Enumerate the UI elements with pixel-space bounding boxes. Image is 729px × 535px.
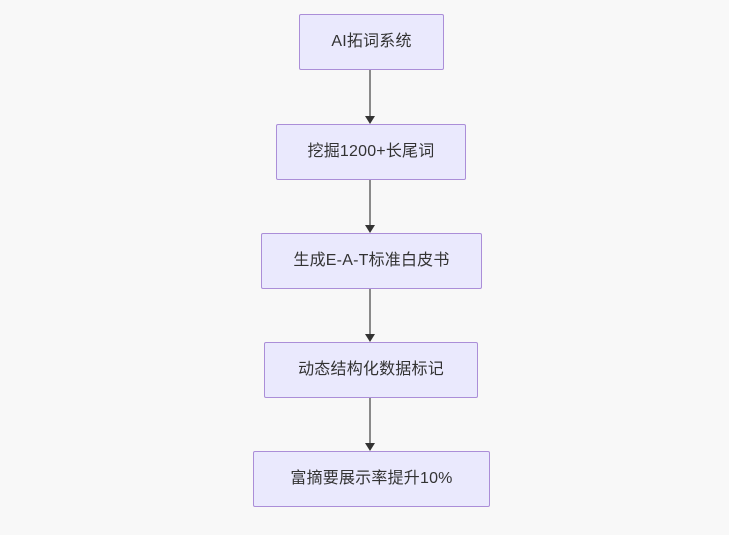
flow-node-3-label: 生成E-A-T标准白皮书 [293,252,450,270]
flow-node-5[interactable]: 富摘要展示率提升10% [253,451,490,507]
flow-node-1-label: AI拓词系统 [331,33,412,51]
flow-node-2-label: 挖掘1200+长尾词 [307,143,435,161]
flow-node-5-label: 富摘要展示率提升10% [290,470,453,488]
flow-edge-2-arrowhead [364,225,375,233]
flow-edge-1-arrowhead [364,116,375,124]
flow-edge-2 [369,180,371,225]
flow-node-2[interactable]: 挖掘1200+长尾词 [276,124,466,180]
flow-edge-3-arrowhead [364,334,375,342]
flow-node-3[interactable]: 生成E-A-T标准白皮书 [261,233,482,289]
flow-node-4-label: 动态结构化数据标记 [298,361,444,379]
flow-edge-4-arrowhead [364,443,375,451]
flow-edge-4 [369,398,371,443]
flow-node-1[interactable]: AI拓词系统 [299,14,444,70]
flow-node-4[interactable]: 动态结构化数据标记 [264,342,478,398]
flow-edge-3 [369,289,371,334]
flow-edge-1 [369,70,371,116]
